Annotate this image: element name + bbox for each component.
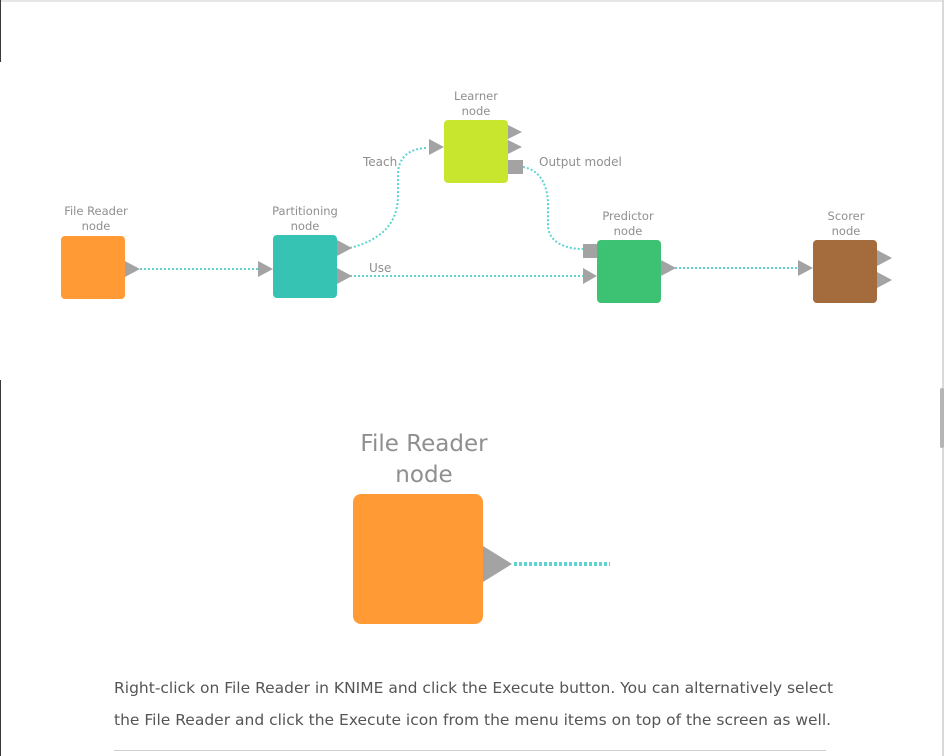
- partitioning-out-port-2[interactable]: [337, 268, 352, 284]
- use-label: Use: [369, 261, 391, 275]
- divider: [114, 750, 826, 751]
- zoom-file-reader-label: node: [395, 462, 452, 488]
- partitioning-node[interactable]: [273, 235, 337, 298]
- partitioning-out-port-1[interactable]: [337, 240, 352, 256]
- left-edge: [0, 0, 1, 62]
- learner-label: Learner: [454, 89, 498, 103]
- learner-model-port[interactable]: [508, 160, 523, 174]
- predictor-data-in-port[interactable]: [583, 268, 597, 284]
- file-reader-node[interactable]: [61, 236, 125, 299]
- file-reader-out-port[interactable]: [125, 261, 140, 277]
- scrollbar-track[interactable]: [942, 0, 944, 756]
- predictor-label: Predictor: [602, 209, 654, 223]
- output-model-label: Output model: [539, 155, 622, 169]
- scorer-in-port[interactable]: [798, 260, 813, 276]
- predictor-node[interactable]: [597, 240, 661, 303]
- left-edge: [0, 380, 1, 756]
- predictor-out-port[interactable]: [661, 260, 676, 276]
- connector-output-model: [522, 166, 584, 250]
- connector-teach: [349, 147, 429, 249]
- file-reader-label: File Reader: [64, 204, 128, 218]
- zoom-file-reader-node: [353, 494, 483, 624]
- predictor-label: node: [614, 224, 643, 238]
- partitioning-in-port[interactable]: [258, 261, 273, 277]
- learner-label: node: [462, 104, 491, 118]
- scrollbar-thumb[interactable]: [940, 388, 944, 448]
- learner-in-port[interactable]: [429, 139, 444, 155]
- page-top-border: [0, 0, 944, 2]
- scorer-out-port-1[interactable]: [877, 250, 892, 266]
- zoom-file-reader-out-port: [483, 546, 512, 582]
- learner-out-port-1[interactable]: [508, 125, 522, 139]
- predictor-model-in-port[interactable]: [583, 244, 597, 258]
- partitioning-label: node: [291, 219, 320, 233]
- scorer-label: Scorer: [828, 209, 865, 223]
- scorer-label: node: [832, 224, 861, 238]
- caption-text: Right-click on File Reader in KNIME and …: [114, 679, 834, 729]
- scorer-out-port-2[interactable]: [877, 272, 892, 288]
- learner-out-port-2[interactable]: [508, 140, 522, 154]
- scorer-node[interactable]: [813, 240, 877, 303]
- zoom-file-reader-label: File Reader: [360, 431, 488, 457]
- file-reader-label: node: [82, 219, 111, 233]
- teach-label: Teach: [362, 155, 397, 169]
- learner-node[interactable]: [444, 120, 508, 183]
- partitioning-label: Partitioning: [272, 204, 338, 218]
